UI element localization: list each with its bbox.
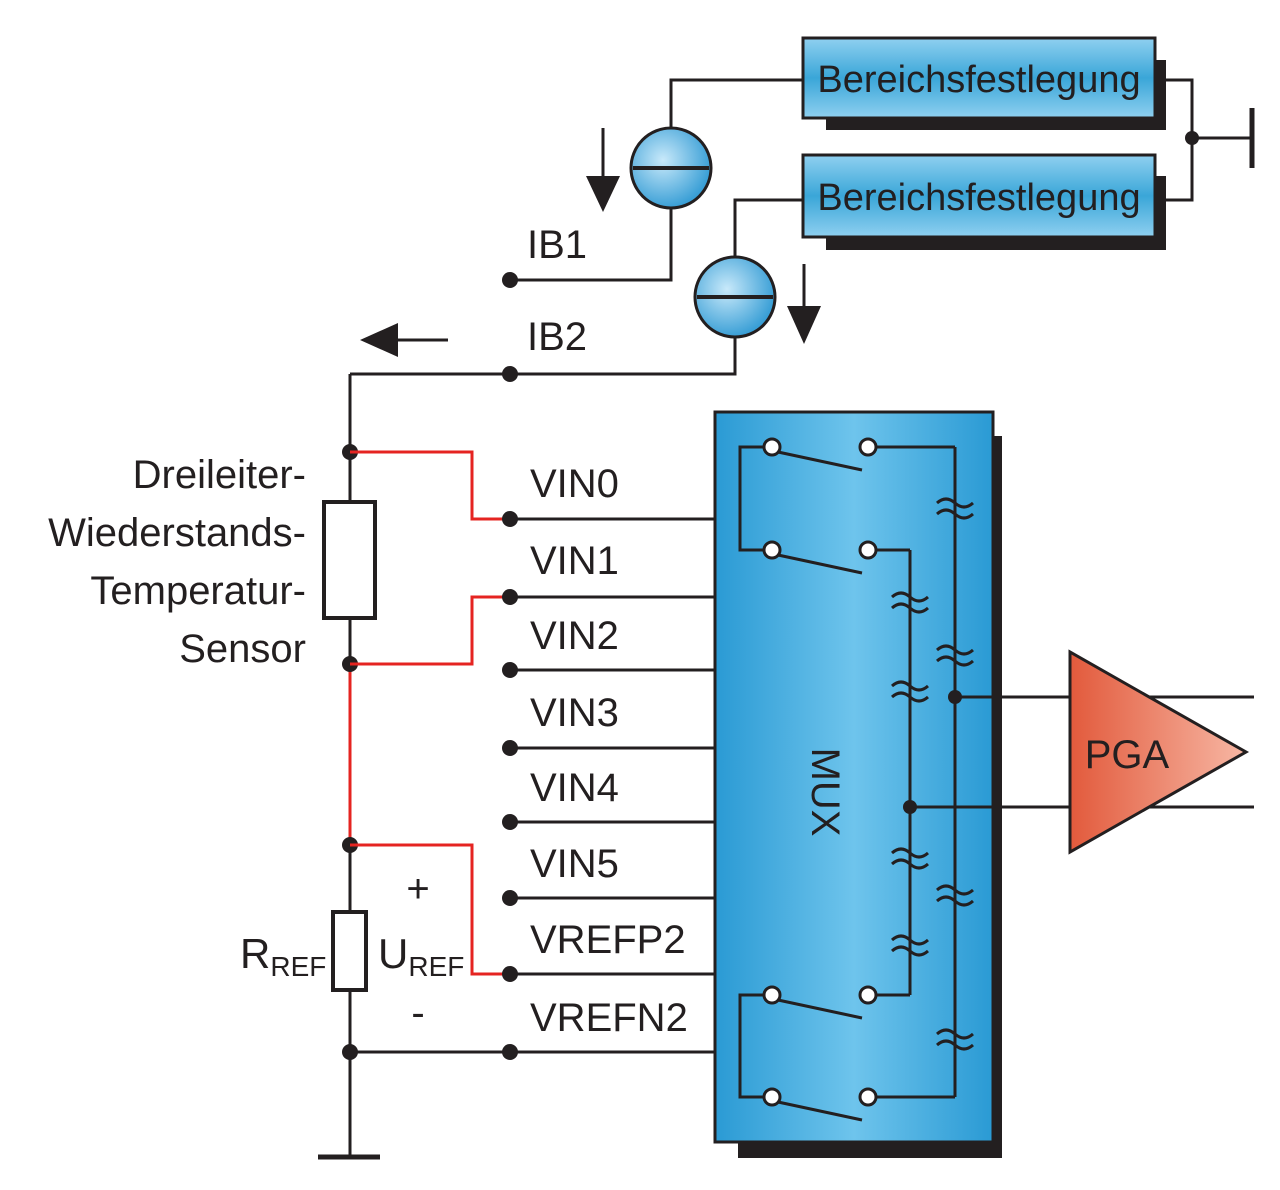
- input-label-vin3: VIN3: [530, 691, 619, 735]
- ib1-label: IB1: [527, 223, 587, 267]
- sensor-label-line-4: Sensor: [179, 627, 306, 671]
- rref-resistor: [331, 910, 368, 992]
- input-label-vin4: VIN4: [530, 766, 619, 810]
- input-label-vin2: VIN2: [530, 614, 619, 658]
- range-bus: [1166, 78, 1255, 202]
- uref-label: UREF: [378, 930, 464, 982]
- range-box-2: Bereichsfestlegung: [801, 153, 1166, 250]
- sensor-label-line-1: Dreileiter-: [133, 453, 306, 497]
- input-label-vrefn2: VREFN2: [530, 996, 688, 1040]
- mux-block: MUX: [713, 410, 1002, 1158]
- pga-amplifier: PGA: [1068, 649, 1250, 855]
- sensor-chain: [318, 374, 380, 1160]
- input-lines: [350, 511, 716, 1060]
- rref-label: RREF: [240, 930, 326, 982]
- down-arrow-icon: [586, 128, 620, 212]
- down-arrow-icon: [787, 264, 821, 344]
- input-label-vin0: VIN0: [530, 462, 619, 506]
- input-label-vin1: VIN1: [530, 539, 619, 583]
- range-box-2-label: Bereichsfestlegung: [817, 177, 1140, 219]
- red-wires: [350, 450, 510, 976]
- current-source-1: [502, 78, 803, 288]
- minus-sign: -: [411, 991, 424, 1035]
- mux-label: MUX: [803, 748, 847, 837]
- current-source-2: [350, 198, 803, 382]
- sensor-label-line-2: Wiederstands-: [48, 511, 306, 555]
- ib2-label: IB2: [527, 315, 587, 359]
- input-label-vrefp2: VREFP2: [530, 918, 686, 962]
- range-box-1: Bereichsfestlegung: [801, 36, 1166, 130]
- rtd-resistor: [322, 500, 377, 620]
- range-box-1-label: Bereichsfestlegung: [817, 59, 1140, 101]
- left-arrow-icon: [360, 323, 448, 357]
- input-label-vin5: VIN5: [530, 842, 619, 886]
- sensor-label-line-3: Temperatur-: [90, 569, 306, 613]
- pga-label: PGA: [1085, 733, 1170, 777]
- plus-sign: +: [406, 867, 429, 911]
